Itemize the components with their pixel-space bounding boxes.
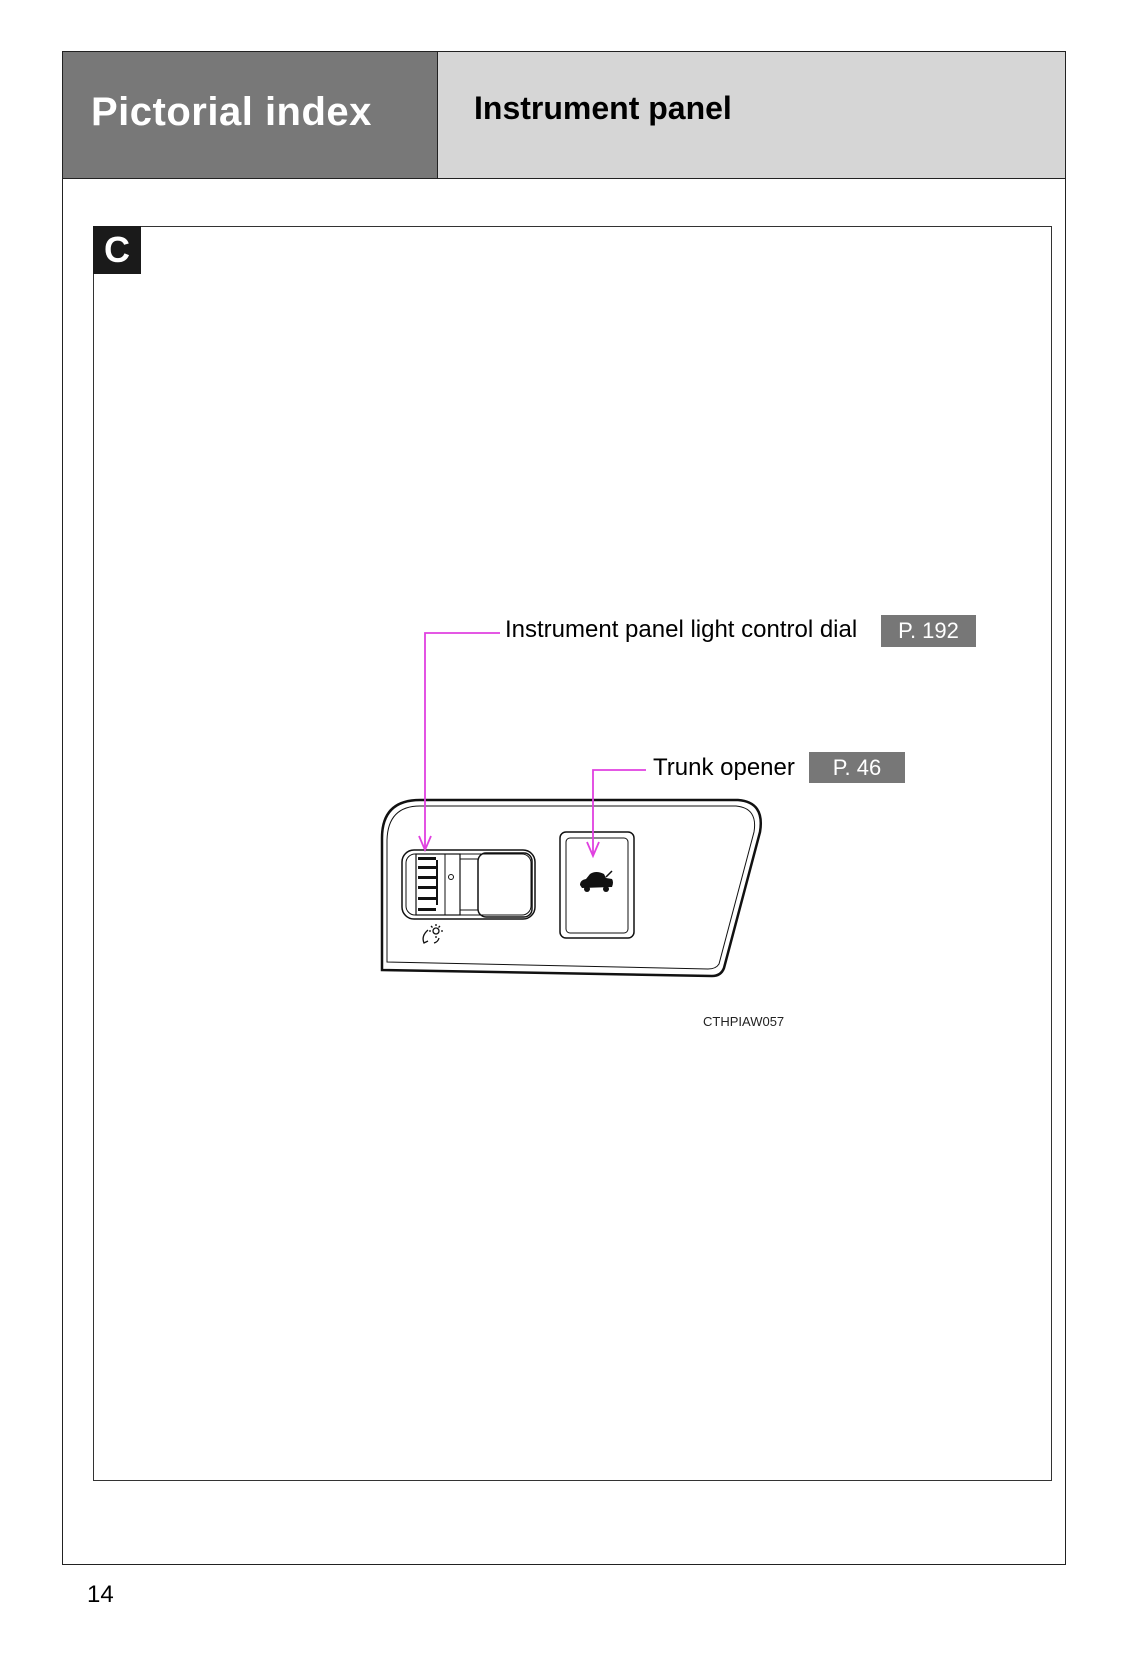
section-title: Pictorial index	[91, 90, 372, 134]
callout-arrowhead-trunk	[586, 841, 600, 859]
dial-ridge	[418, 897, 436, 900]
dial-ridges	[418, 857, 438, 911]
dial-ridge	[418, 886, 436, 889]
section-badge: C	[93, 226, 141, 274]
dial-housing-inner	[405, 853, 532, 916]
trunk-opener-button-inner	[565, 837, 629, 934]
dial-ridge	[418, 857, 436, 860]
page-number: 14	[87, 1581, 114, 1608]
page-ref-dial[interactable]: P. 192	[881, 615, 976, 647]
panel-inner-outline	[386, 805, 756, 970]
dial-ridge	[418, 908, 436, 911]
callout-arrowhead-dial	[418, 835, 432, 853]
illustration-box	[93, 226, 1052, 1481]
dial-indicator-dot	[448, 874, 454, 880]
section-header: Pictorial index	[62, 51, 438, 179]
page-ref-trunk[interactable]: P. 46	[809, 752, 905, 783]
dial-blank-cover	[477, 852, 533, 918]
dial-housing	[401, 849, 536, 920]
callout-lines	[418, 632, 646, 859]
car-trunk-icon	[580, 870, 613, 892]
callout-label-trunk: Trunk opener	[653, 754, 795, 781]
callout-line-trunk	[592, 769, 646, 856]
dial-ridge-edge	[436, 860, 438, 905]
panel-light-icon	[422, 924, 443, 944]
page-header: Instrument panel	[437, 51, 1066, 179]
callout-line-dial	[424, 632, 500, 849]
dial-ridge	[418, 866, 436, 869]
page-title: Instrument panel	[474, 90, 732, 126]
figure-code: CTHPIAW057	[703, 1014, 785, 1029]
dial-ridge	[418, 876, 436, 879]
trunk-opener-button	[559, 831, 635, 939]
panel-outline	[380, 798, 762, 978]
callout-label-dial: Instrument panel light control dial	[505, 616, 858, 643]
light-control-dial	[415, 853, 461, 916]
